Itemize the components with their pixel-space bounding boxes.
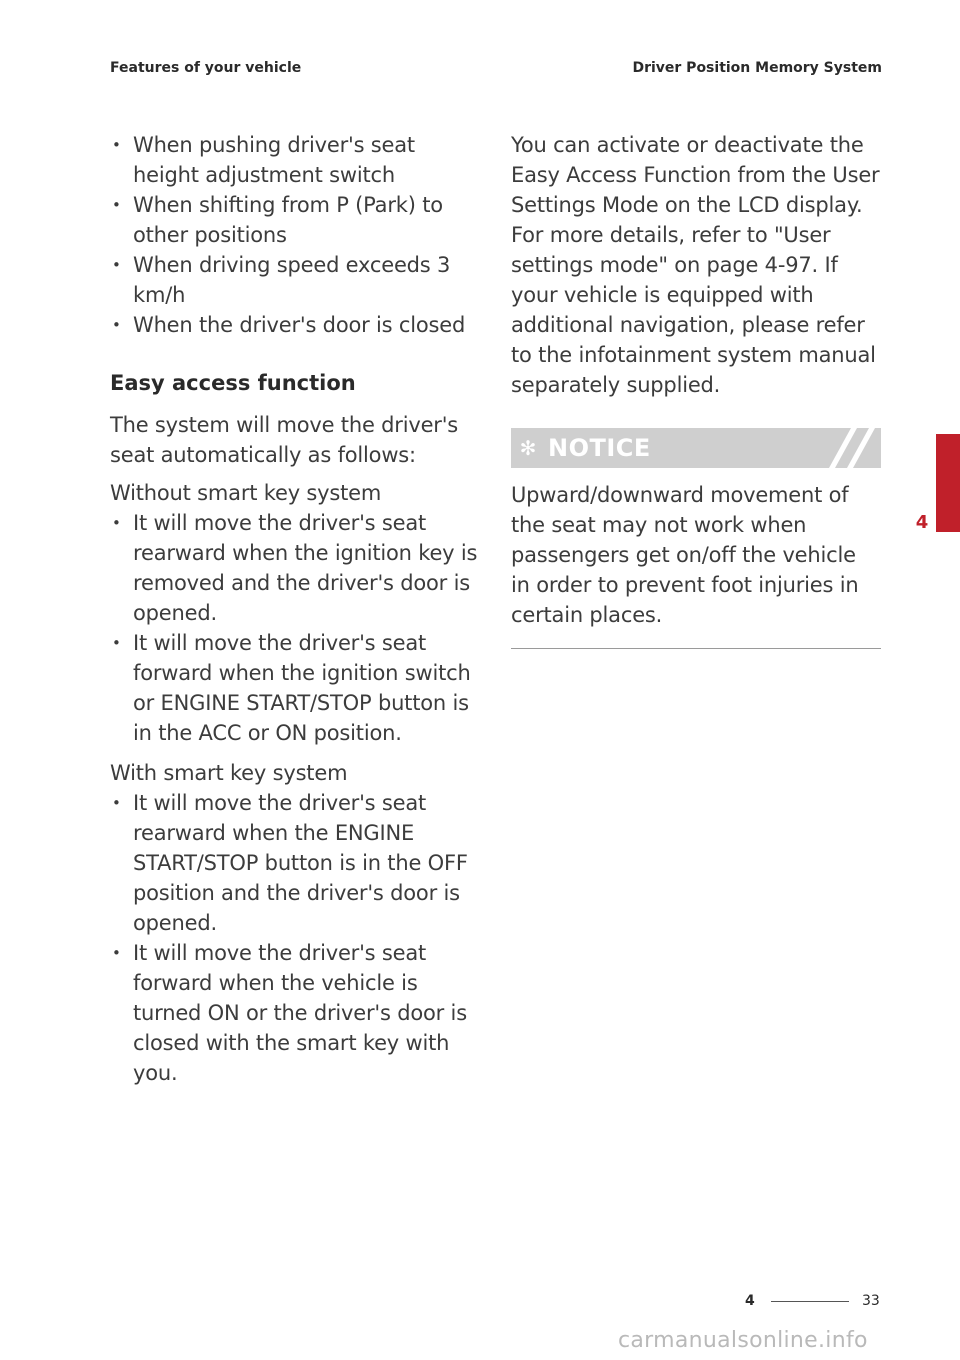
notice-banner: ✻ NOTICE: [511, 428, 881, 468]
condition-list: When pushing driver's seat height adjust…: [110, 130, 478, 340]
right-column: You can activate or deactivate the Easy …: [511, 130, 881, 649]
asterisk-icon: ✻: [519, 436, 537, 460]
list-item: When shifting from P (Park) to other pos…: [110, 190, 478, 250]
footer-chapter-number: 4: [745, 1293, 755, 1309]
settings-paragraph: You can activate or deactivate the Easy …: [511, 133, 880, 397]
footer-page-number: 33: [862, 1293, 880, 1309]
left-column: When pushing driver's seat height adjust…: [110, 130, 478, 1088]
list-item: It will move the driver's seat rearward …: [110, 508, 478, 628]
notice-body: Upward/downward movement of the seat may…: [511, 483, 859, 627]
without-smart-key-list: It will move the driver's seat rearward …: [110, 508, 478, 748]
list-item: When pushing driver's seat height adjust…: [110, 130, 478, 190]
section-intro: The system will move the driver's seat a…: [110, 413, 459, 467]
with-smart-key-list: It will move the driver's seat rearward …: [110, 788, 478, 1088]
list-item: When driving speed exceeds 3 km/h: [110, 250, 478, 310]
notice-label: NOTICE: [548, 434, 651, 462]
list-item: It will move the driver's seat rearward …: [110, 788, 478, 938]
notice-divider: [511, 648, 881, 649]
list-item: It will move the driver's seat forward w…: [110, 938, 478, 1088]
running-header-topic: Driver Position Memory System: [632, 60, 882, 76]
with-smart-key-label: With smart key system: [110, 761, 348, 785]
running-header-section: Features of your vehicle: [110, 60, 302, 76]
watermark: carmanualsonline.info: [618, 1328, 868, 1353]
list-item: When the driver's door is closed: [110, 310, 478, 340]
list-item: It will move the driver's seat forward w…: [110, 628, 478, 748]
without-smart-key-label: Without smart key system: [110, 481, 382, 505]
section-heading: Easy access function: [110, 371, 356, 395]
chapter-tab: [936, 434, 960, 532]
stripes-decoration: [829, 428, 875, 468]
footer-divider: [771, 1301, 849, 1302]
chapter-tab-number: 4: [915, 512, 929, 533]
